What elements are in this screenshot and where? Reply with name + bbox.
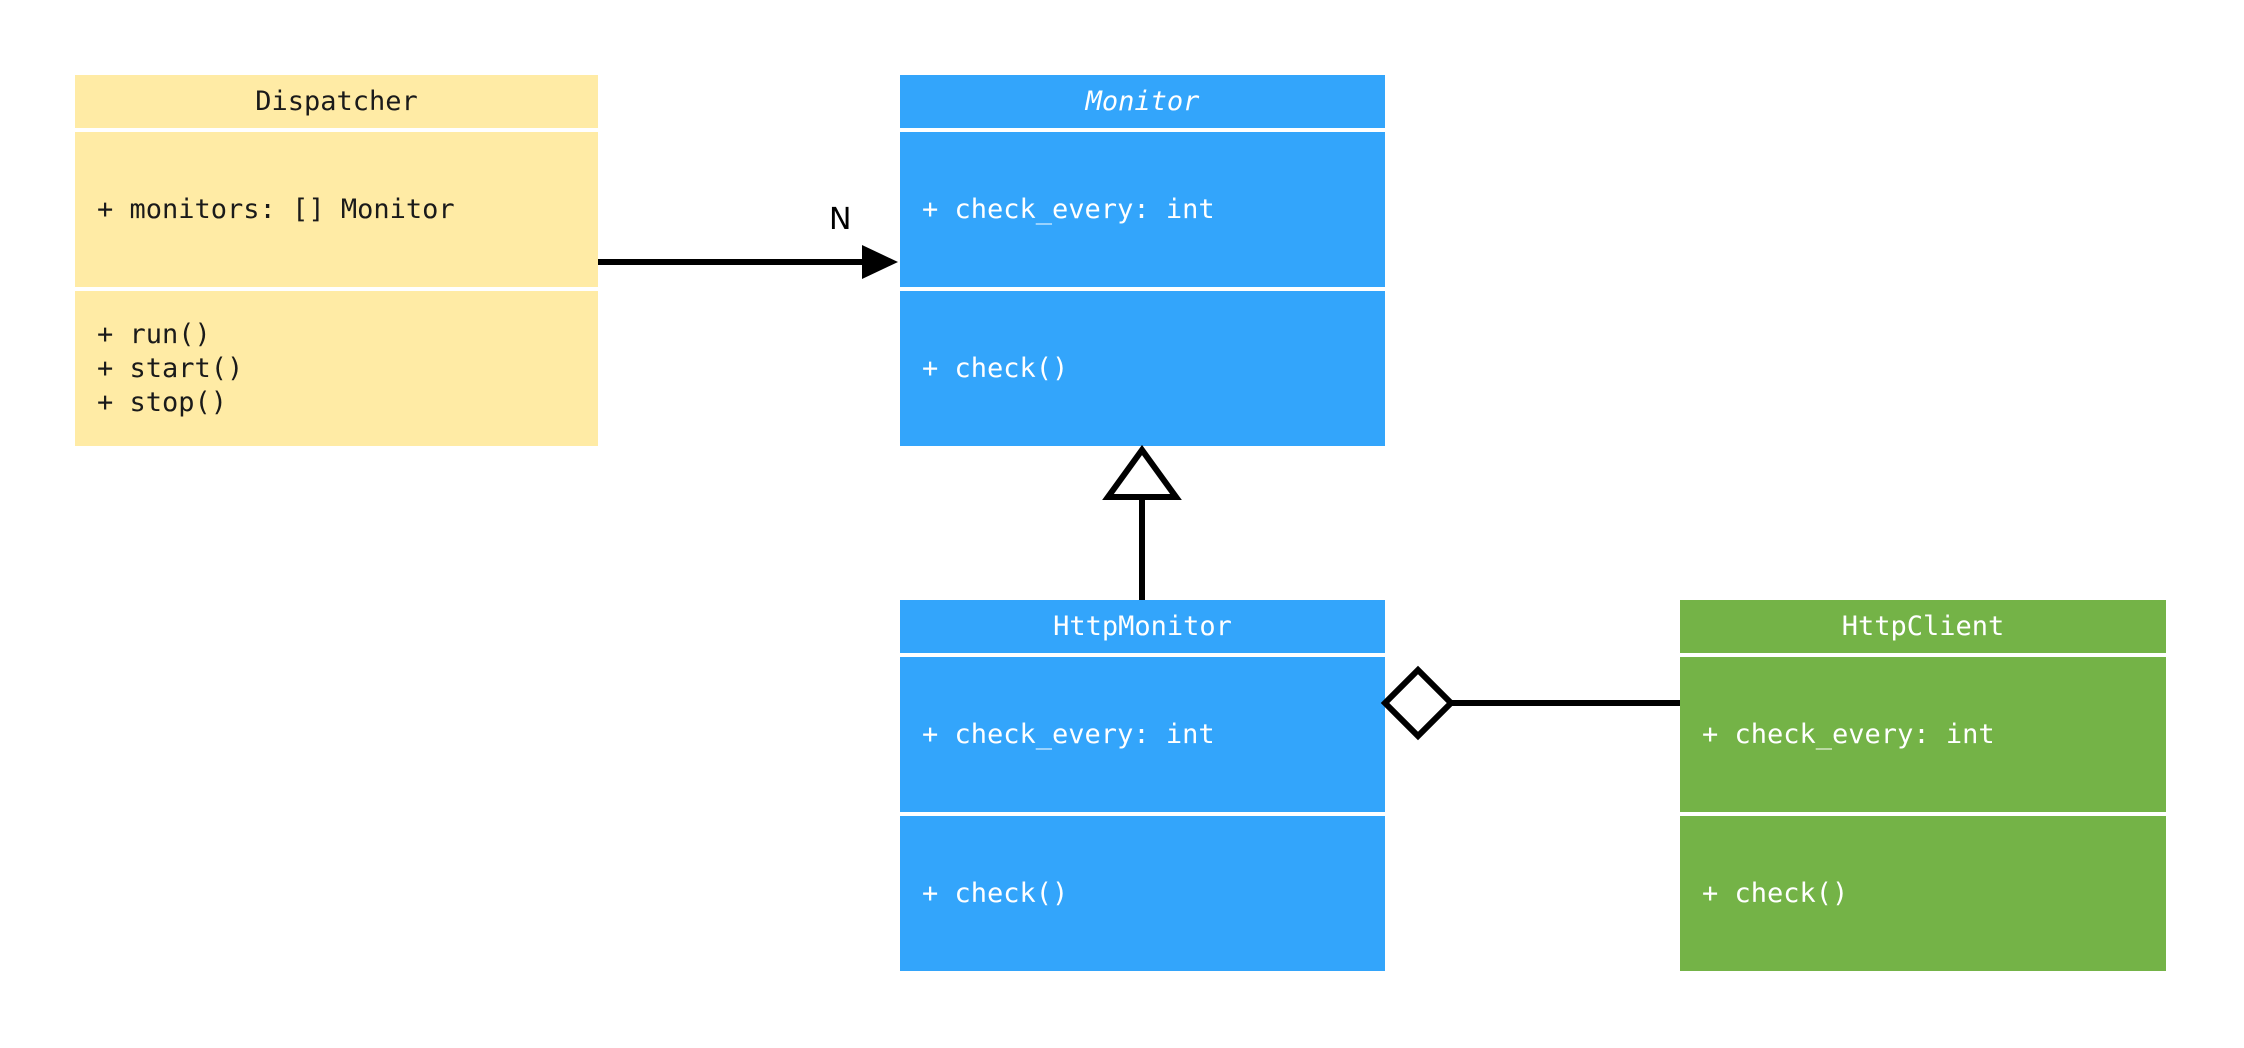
class-box-dispatcher[interactable]: Dispatcher + monitors: [] Monitor + run(… [75,75,598,446]
attribute-row: + check_every: int [922,193,1215,225]
edge-label-multiplicity-n: N [829,202,852,237]
class-title-http-client: HttpClient [1680,600,2166,653]
class-title-monitor: Monitor [900,75,1385,128]
edge-http-monitor-to-http-client [1380,665,1680,741]
method-row: + check() [922,352,1069,384]
edge-http-monitor-to-monitor [1102,444,1182,600]
class-box-http-client[interactable]: HttpClient + check_every: int + check() [1680,600,2166,971]
attribute-row: + check_every: int [1702,718,1995,750]
class-attributes-http-client: + check_every: int [1680,657,2166,812]
class-methods-dispatcher: + run() + start() + stop() [75,291,598,446]
method-row: + check() [1702,877,1849,909]
class-attributes-dispatcher: + monitors: [] Monitor [75,132,598,287]
method-row: + start() [97,352,244,384]
class-attributes-monitor: + check_every: int [900,132,1385,287]
class-methods-http-client: + check() [1680,816,2166,971]
class-attributes-http-monitor: + check_every: int [900,657,1385,812]
method-row: + run() [97,318,211,350]
edge-dispatcher-to-monitor [598,245,898,279]
class-box-monitor[interactable]: Monitor + check_every: int + check() [900,75,1385,446]
attribute-row: + check_every: int [922,718,1215,750]
method-row: + check() [922,877,1069,909]
attribute-row: + monitors: [] Monitor [97,193,455,225]
class-title-http-monitor: HttpMonitor [900,600,1385,653]
class-title-dispatcher: Dispatcher [75,75,598,128]
class-box-http-monitor[interactable]: HttpMonitor + check_every: int + check() [900,600,1385,971]
class-methods-http-monitor: + check() [900,816,1385,971]
method-row: + stop() [97,386,228,418]
class-methods-monitor: + check() [900,291,1385,446]
